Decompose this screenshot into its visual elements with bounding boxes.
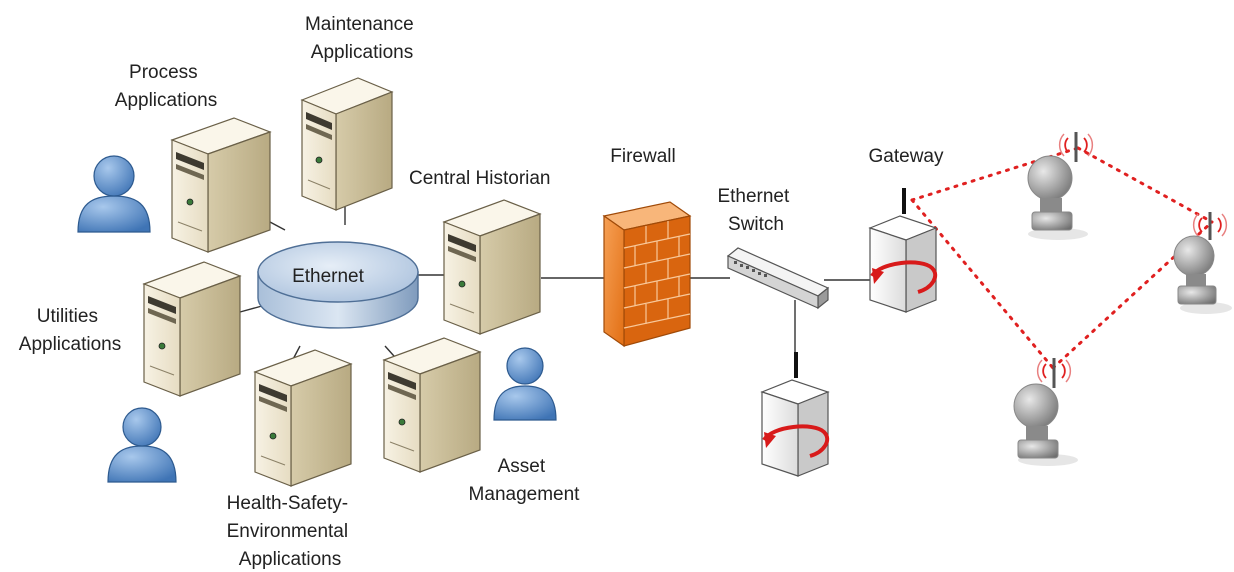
server-icon [382,337,482,473]
server-icon [300,77,394,211]
server-icon [253,349,353,487]
label-central-historian: Central Historian [409,168,551,189]
switch-icon [726,247,830,310]
label-line: Applications [19,334,121,355]
label-line: Applications [115,90,217,111]
user-icon [493,347,557,421]
gateway-icon [868,188,938,313]
label-asset-management: Asset Management [469,456,581,505]
wireless-link-tx1-tx2 [1076,146,1214,224]
label-line: Ethernet [717,186,790,207]
firewall-icon [602,201,692,348]
server-icon [142,261,242,397]
label-maintenance-applications: Maintenance Applications [305,14,419,63]
wireless-transmitter-icon [1027,132,1094,240]
labels: Process Applications Maintenance Applica… [19,14,944,570]
label-line: Utilities [37,306,98,327]
server-icon [442,199,542,335]
wireless-transmitter-icon [1173,212,1232,314]
user-icon [107,407,177,483]
gateway-icon [760,352,830,477]
label-line: Switch [728,214,784,235]
label-hse-applications: Health-Safety- Environmental Application… [227,493,354,570]
server-icon [170,117,272,253]
label-gateway: Gateway [869,146,944,167]
wireless-transmitter-icon [1013,358,1078,466]
label-line: Applications [311,42,413,63]
label-line: Applications [239,549,341,570]
label-line: Maintenance [305,14,414,35]
label-line: Environmental [227,521,348,542]
user-icon [77,155,151,233]
label-ethernet: Ethernet [292,266,365,287]
label-ethernet-switch: Ethernet Switch [717,186,794,235]
link-utilities-server [239,305,263,313]
label-line: Asset [498,456,546,477]
label-utilities-applications: Utilities Applications [19,306,121,355]
link-process-server [269,221,286,231]
ethernet-hub-icon [257,241,419,329]
label-firewall: Firewall [610,146,675,167]
label-line: Health-Safety- [227,493,348,514]
label-process-applications: Process Applications [115,62,217,111]
label-line: Process [129,62,198,83]
label-line: Management [469,484,581,505]
